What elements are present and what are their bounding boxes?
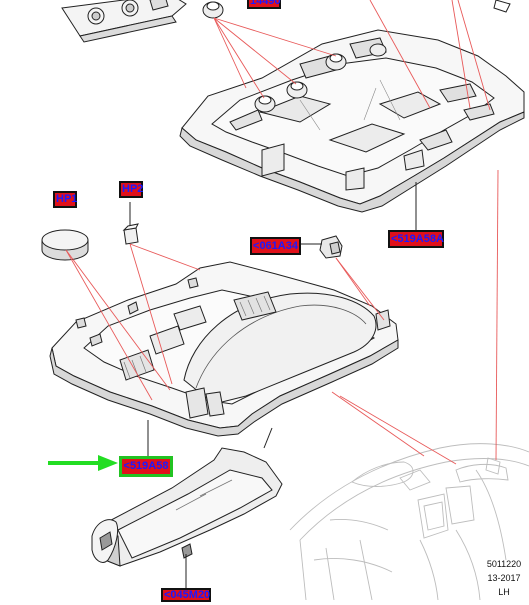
- drawing-number: 5011220: [486, 559, 522, 569]
- corner-mark: [493, 0, 511, 13]
- bulb-hp1-part: [41, 229, 89, 261]
- connector-part: [319, 235, 343, 259]
- green-arrow: [48, 455, 118, 471]
- vehicle-interior-sketch: [289, 443, 529, 601]
- callout-hp1[interactable]: HP1: [53, 191, 77, 208]
- callout-061a34[interactable]: <061A34: [250, 237, 301, 255]
- drawing-date: 13-2017: [487, 573, 521, 583]
- console-housing-upper: [179, 29, 525, 213]
- callout-519a58[interactable]: <519A58: [119, 456, 173, 477]
- callout-519a58a[interactable]: <519A58A: [388, 230, 444, 248]
- console-housing-lower: [49, 261, 399, 437]
- leader-lines: [65, 0, 499, 465]
- callout-hp2[interactable]: HP2: [119, 181, 143, 198]
- switch-panel: [61, 0, 187, 43]
- bulb-hp2-part: [122, 223, 139, 245]
- bulbs-upper: [254, 43, 387, 113]
- bulb-top: [202, 1, 224, 19]
- label-leaders: [129, 182, 417, 588]
- lamp-cover-part: [91, 447, 283, 567]
- callout-14490[interactable]: 14490: [247, 0, 281, 9]
- drawing-side: LH: [498, 587, 510, 597]
